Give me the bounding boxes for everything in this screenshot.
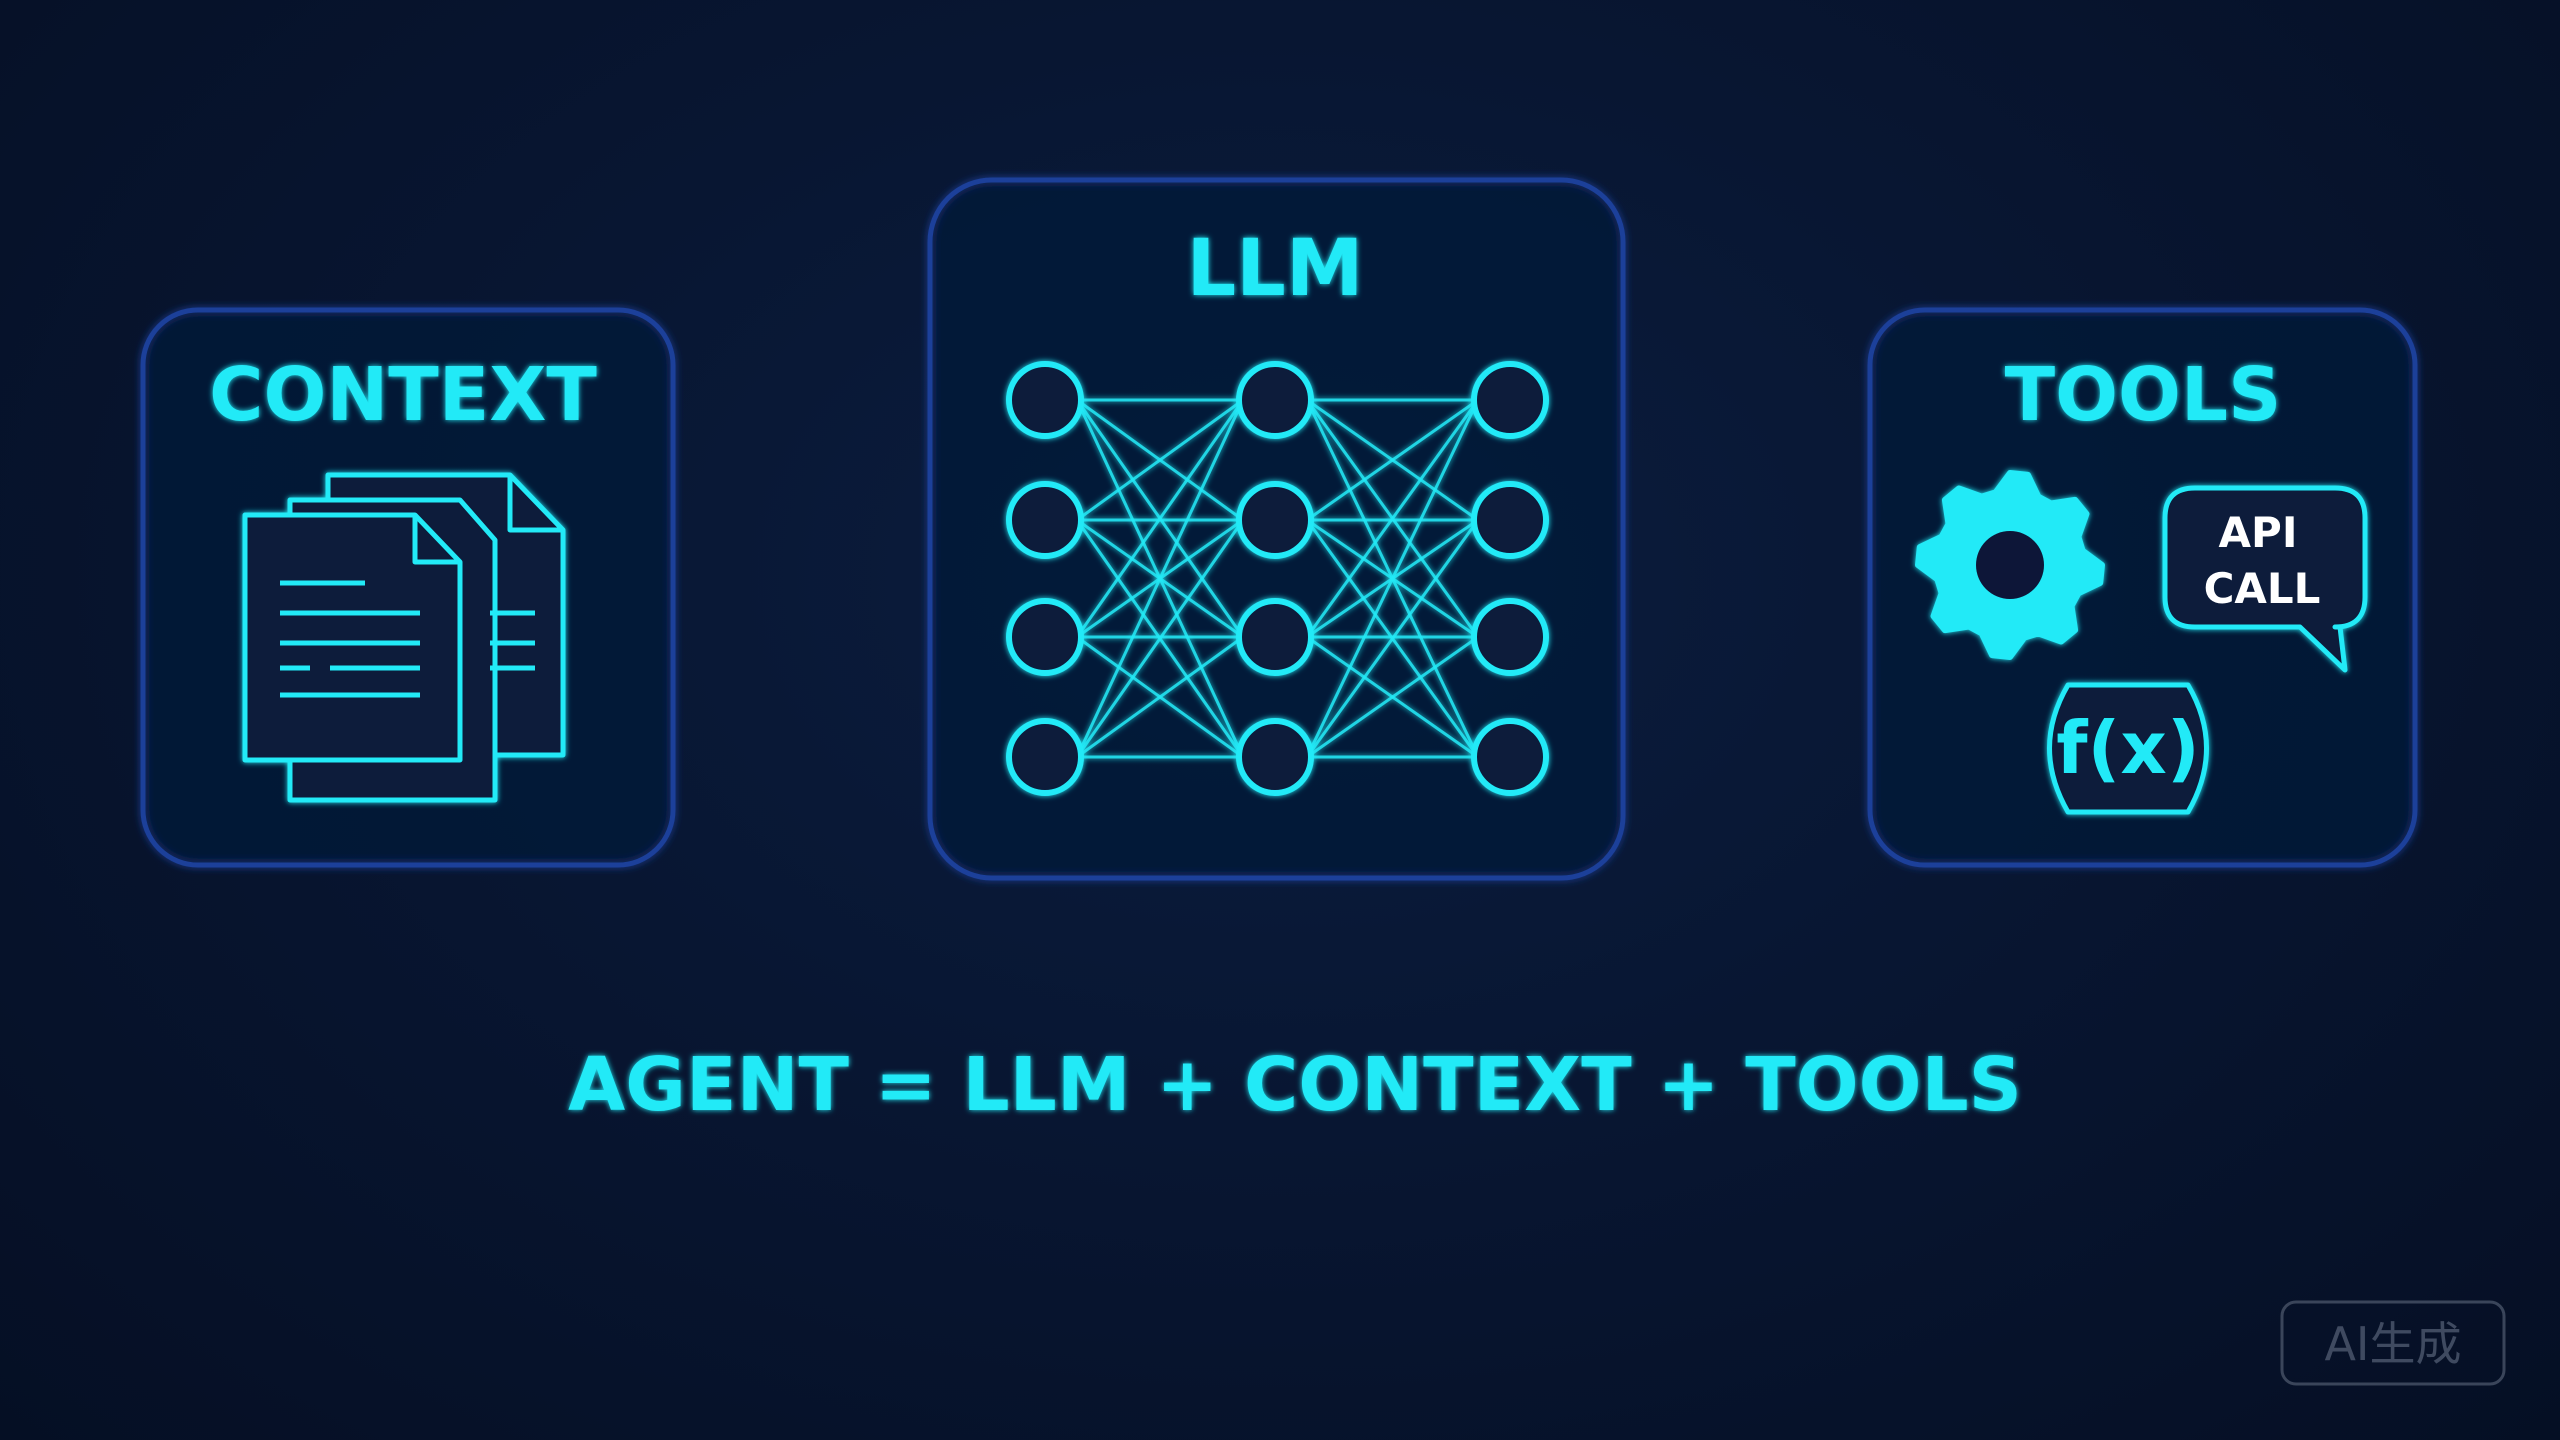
network-edge	[1305, 399, 1480, 638]
network-edge	[1306, 635, 1479, 759]
network-node	[1471, 361, 1549, 439]
api-label: API	[2219, 508, 2298, 557]
context-node: CONTEXT	[140, 307, 676, 868]
network-edge	[1076, 398, 1244, 522]
network-node	[1006, 481, 1084, 559]
network-edge	[1075, 399, 1245, 758]
network-node	[1236, 361, 1314, 439]
gear-icon	[1915, 470, 2105, 660]
neural-network-icon	[1006, 361, 1549, 796]
call-label: CALL	[2204, 564, 2321, 613]
watermark-text: AI生成	[2324, 1317, 2461, 1371]
network-node	[1236, 598, 1314, 676]
network-edge	[1305, 519, 1480, 758]
network-edge	[1306, 398, 1479, 522]
network-node	[1006, 598, 1084, 676]
context-title: CONTEXT	[209, 352, 597, 438]
documents-icon	[242, 472, 566, 803]
watermark-badge: AI生成	[2280, 1300, 2506, 1386]
network-node	[1471, 598, 1549, 676]
network-edge	[1075, 519, 1245, 758]
llm-title: LLM	[1186, 224, 1363, 314]
speech-bubble-icon: API CALL	[2162, 485, 2368, 673]
llm-node: LLM	[927, 177, 1626, 881]
gear-hole	[1976, 531, 2044, 599]
network-node	[1236, 718, 1314, 796]
tools-title: TOOLS	[2005, 352, 2282, 438]
tools-node: TOOLS API CALL f(x)	[1867, 307, 2418, 868]
network-node	[1006, 718, 1084, 796]
network-node	[1006, 361, 1084, 439]
function-label: f(x)	[2056, 706, 2200, 790]
equation-text: AGENT = LLM + CONTEXT + TOOLS	[568, 1042, 2022, 1128]
network-node	[1471, 718, 1549, 796]
network-node	[1471, 481, 1549, 559]
network-edge	[1305, 399, 1480, 758]
network-node	[1236, 481, 1314, 559]
network-edge	[1076, 635, 1244, 759]
function-icon: f(x)	[2047, 682, 2209, 815]
network-edge	[1075, 399, 1245, 638]
tools-box	[1867, 307, 2418, 868]
